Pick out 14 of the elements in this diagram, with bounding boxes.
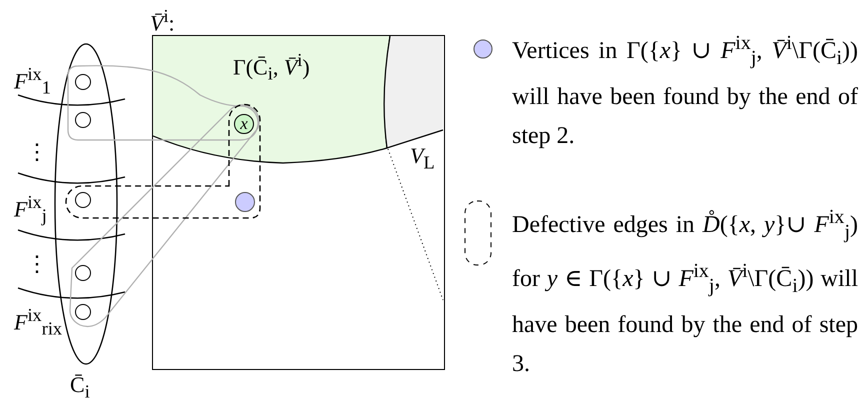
region-label: V$_{L}$ <box>410 144 435 174</box>
vertical-ellipsis: ⋮ <box>26 252 48 276</box>
region-label: Γ(C̄$_{i}$, V̄$^{i}$) <box>233 49 310 86</box>
vertical-ellipsis: ⋮ <box>26 140 48 164</box>
vertex-circle <box>75 304 91 320</box>
vertex-circle <box>75 265 91 281</box>
set-label: V̄$^{i}$: <box>150 5 175 36</box>
vertex-circle <box>75 74 91 90</box>
legend-text: Defective edges in D̊({x, y}∪ F$^{ix}$$_{j}$) for y ∈ Γ({x} ∪ F$^{ix}$$_{j}$, V̄$^{i}$\Γ(C̄$_{i}$)) will have been found by the end of step 3. <box>512 205 858 379</box>
legend-text: Vertices in Γ({x} ∪ F$^{ix}$$_{j}$, V̄$^{i}$\Γ(C̄$_{i}$)) will have been found by the end of step 2. <box>512 31 858 151</box>
vertex-circle <box>75 112 91 128</box>
set-label: C̄$_{i}$ <box>70 373 90 404</box>
vertex-circle <box>235 192 255 212</box>
vertex-circle <box>75 192 91 208</box>
